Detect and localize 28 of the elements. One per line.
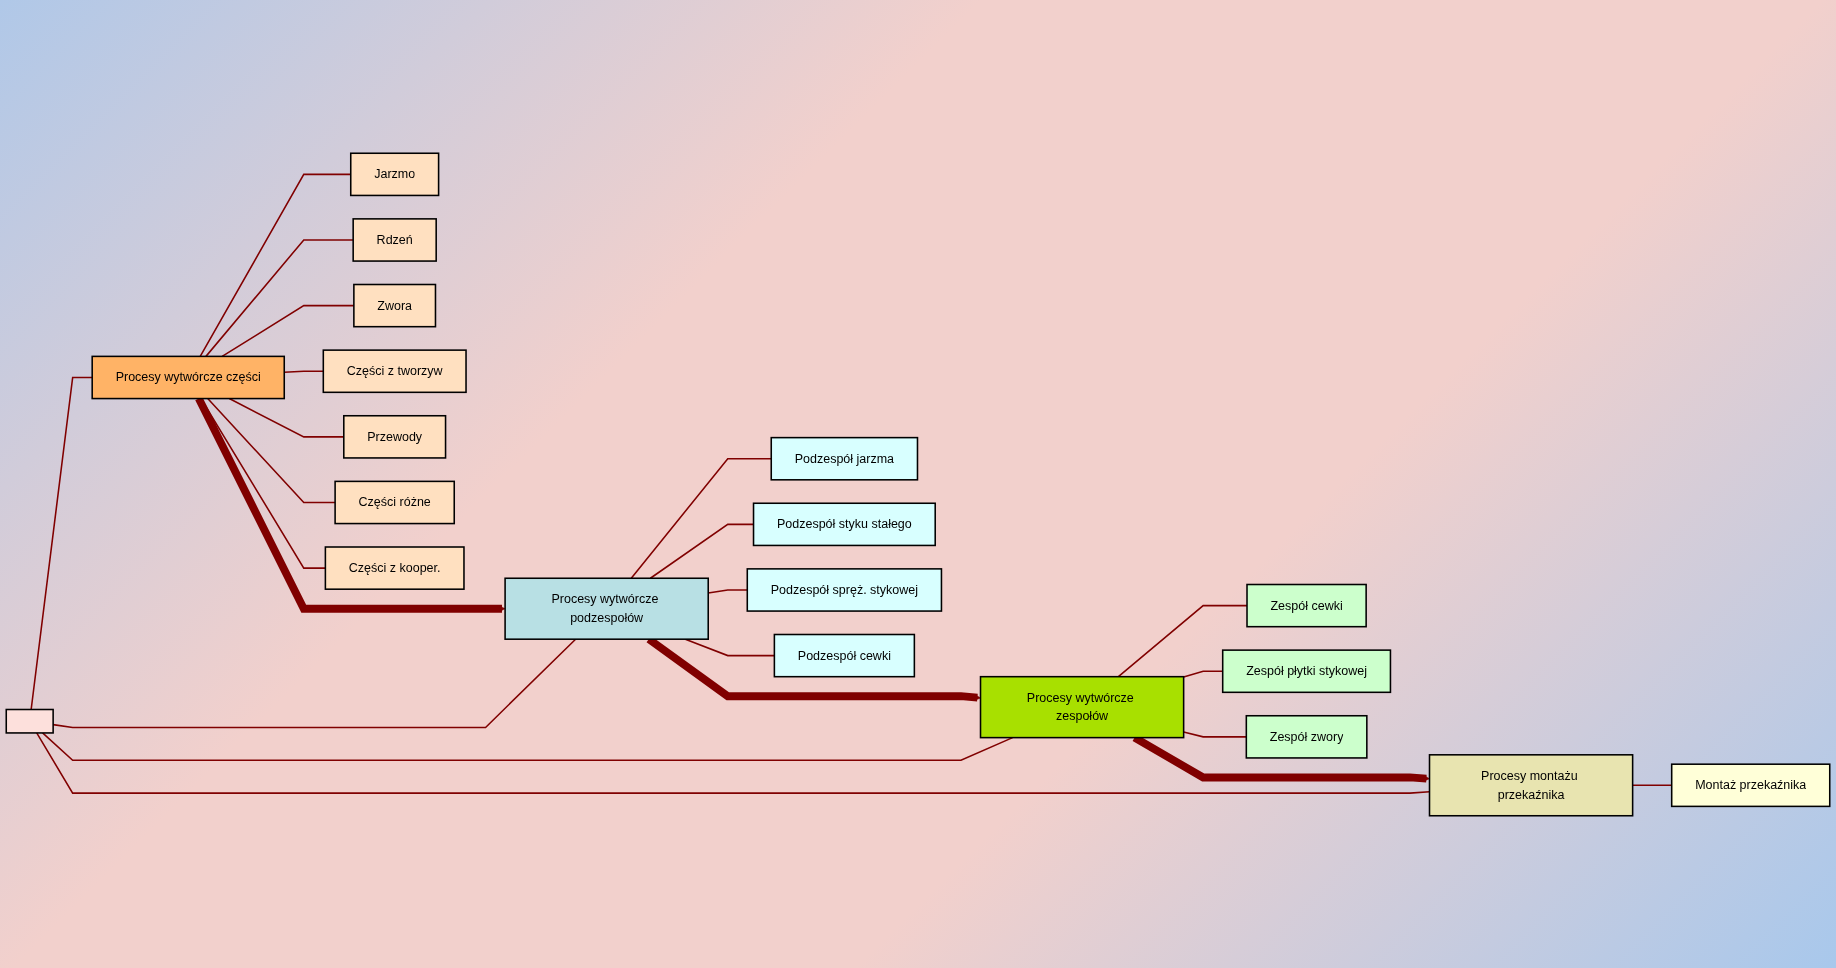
node-box: Części z kooper. [324, 545, 465, 590]
connector [35, 731, 1431, 794]
node-box: Przewody [343, 414, 447, 459]
node-box: Podzespół jarzma [770, 436, 919, 481]
node-box: Jarzmo [349, 151, 440, 196]
node-box: Zespół płytki stykowej [1221, 648, 1392, 693]
connector [1117, 604, 1248, 677]
node-box: Zespół zwory [1245, 714, 1368, 759]
node-box: Zwora [353, 283, 437, 327]
node-box: Rdzeń [352, 217, 437, 262]
connector [30, 376, 93, 710]
node-box [5, 708, 54, 734]
node-box: Podzespół spręż. stykowej [746, 567, 943, 612]
connector [206, 397, 336, 503]
arrow [646, 635, 981, 702]
node-box: Procesy wytwórcze podzespołów [504, 576, 709, 640]
node-box: Podzespół cewki [773, 633, 916, 677]
node-box: Części różne [334, 480, 455, 524]
connector [199, 173, 352, 357]
node-box: Podzespół styku stałego [752, 501, 936, 546]
node-box: Zespół cewki [1246, 583, 1367, 627]
node-box: Montaż przekaźnika [1670, 762, 1831, 807]
node-box: Procesy montażu przekaźnika [1428, 753, 1634, 817]
connector [41, 731, 1014, 761]
node-box: Procesy wytwórcze zespołów [979, 675, 1185, 738]
connector [205, 238, 354, 357]
node-box: Procesy wytwórcze części [91, 355, 286, 399]
node-box: Części z tworzyw [322, 348, 467, 393]
